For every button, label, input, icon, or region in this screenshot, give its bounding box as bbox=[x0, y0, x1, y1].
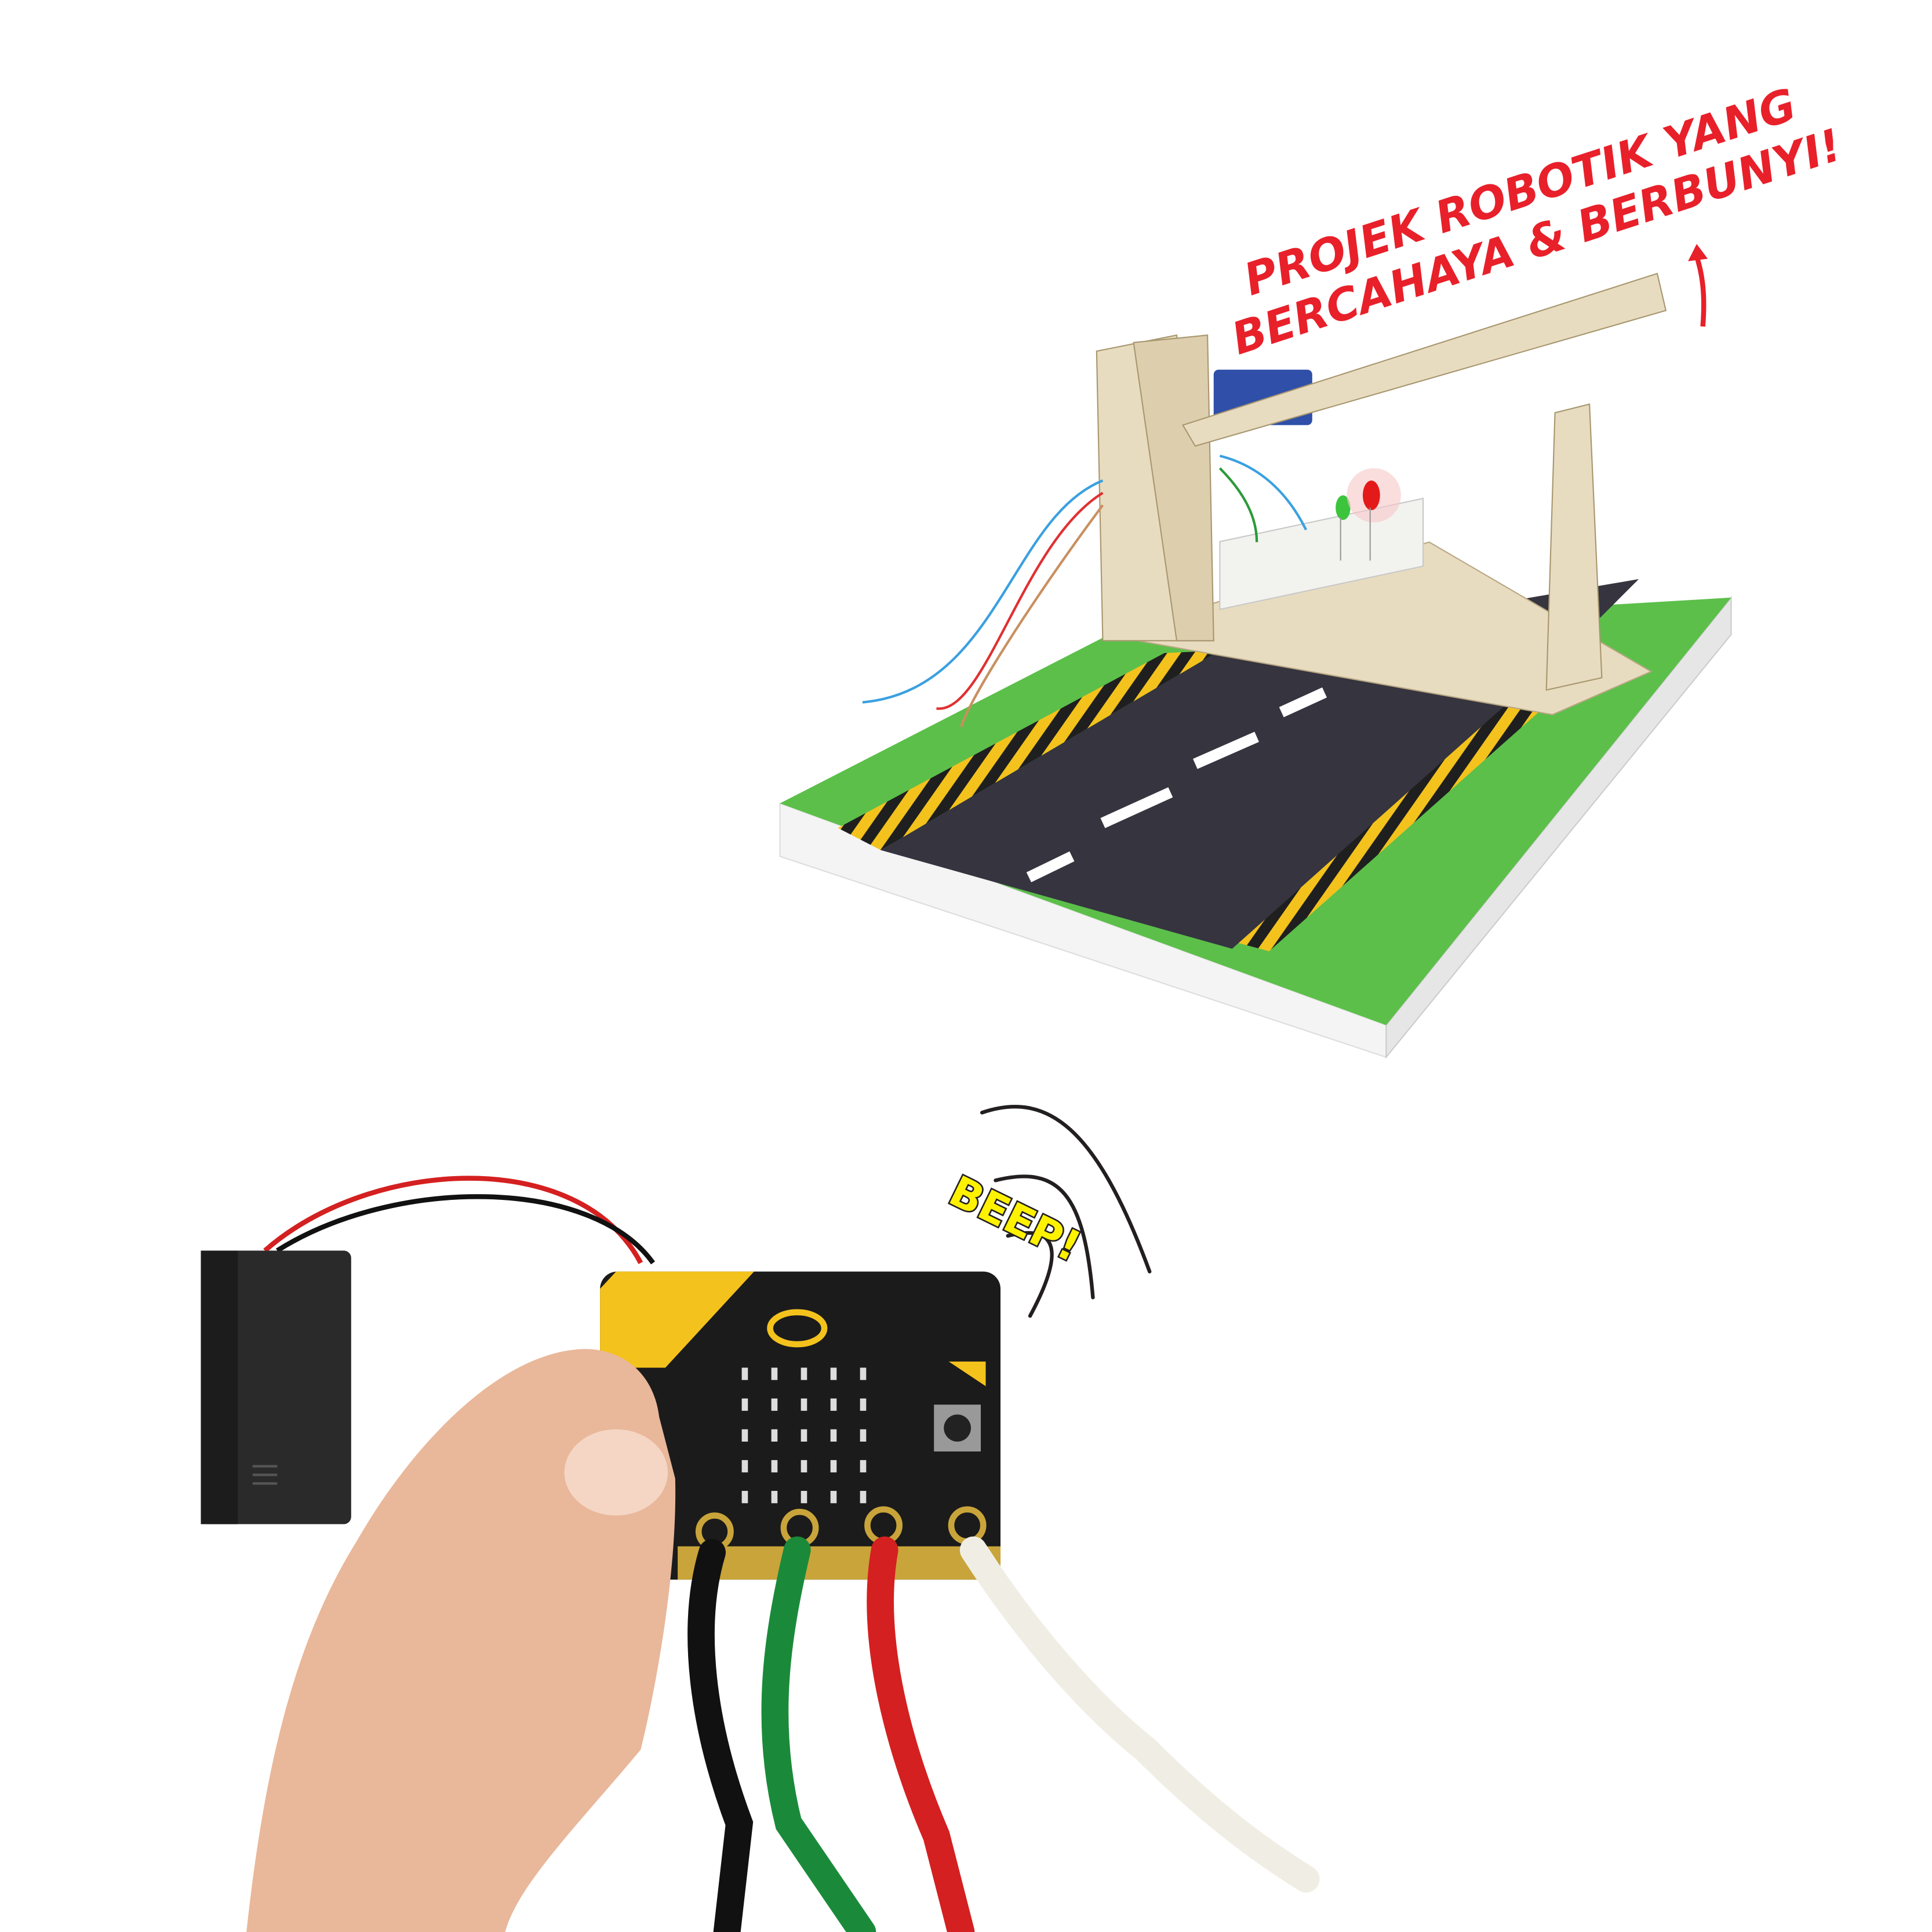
microbit-board bbox=[600, 1271, 1001, 1580]
up-arrow-icon bbox=[1693, 252, 1707, 327]
sound-waves-icon bbox=[980, 1104, 1152, 1318]
gate-tower-front bbox=[1133, 334, 1214, 642]
green-led bbox=[1336, 495, 1351, 561]
jumper-wires bbox=[862, 454, 1308, 727]
logo-touch-icon bbox=[767, 1309, 828, 1348]
gate-arm bbox=[1182, 272, 1667, 447]
breadboard bbox=[1219, 497, 1424, 610]
beep-label: BEEP! bbox=[942, 1167, 1088, 1272]
led-matrix bbox=[741, 1367, 867, 1504]
arrow-head bbox=[1688, 243, 1708, 261]
battery-pack bbox=[201, 1176, 656, 1525]
arm-support-post bbox=[1545, 403, 1603, 691]
hand bbox=[246, 1349, 676, 1932]
beep-label-group: BEEP! bbox=[940, 1166, 1090, 1274]
red-led bbox=[1347, 468, 1401, 561]
thumbnail bbox=[564, 1429, 668, 1516]
alligator-clips bbox=[687, 1536, 1320, 1932]
hazard-strip-left bbox=[838, 650, 1220, 850]
road-diorama bbox=[779, 272, 1732, 1059]
